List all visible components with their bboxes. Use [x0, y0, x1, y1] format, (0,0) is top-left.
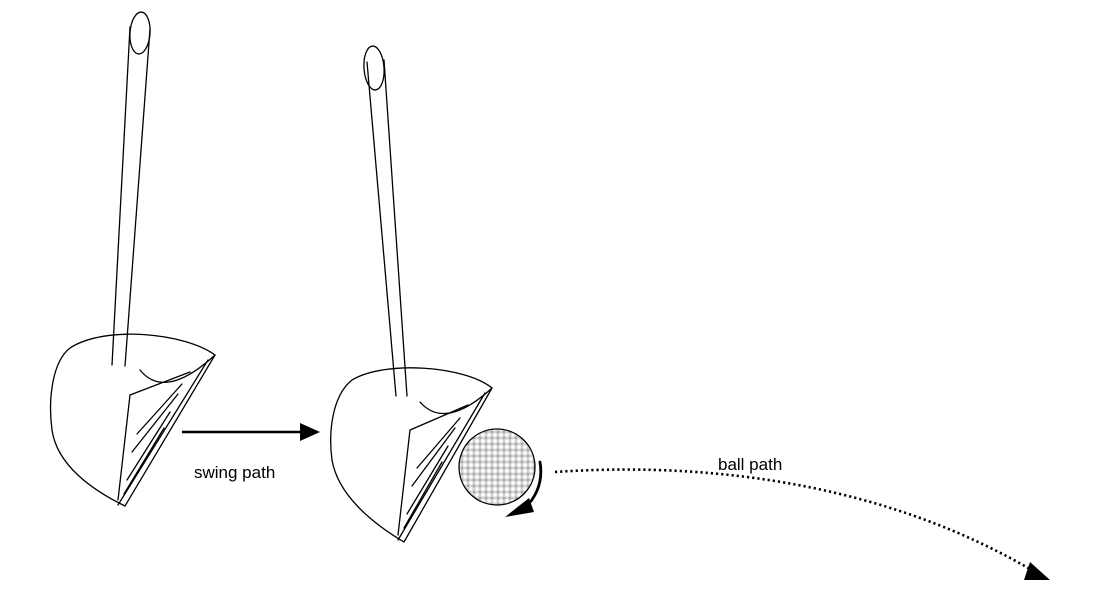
spin-arrow-icon: [505, 460, 543, 517]
golf-club-icon: [330, 45, 493, 543]
golf-ball-icon: [458, 428, 536, 506]
arrow-right-icon: [182, 423, 320, 441]
swing-path-label: swing path: [194, 463, 275, 482]
ball-path-label: ball path: [718, 455, 782, 474]
ball-path-curve: [554, 468, 1050, 580]
golf-club-icon: [49, 11, 216, 507]
